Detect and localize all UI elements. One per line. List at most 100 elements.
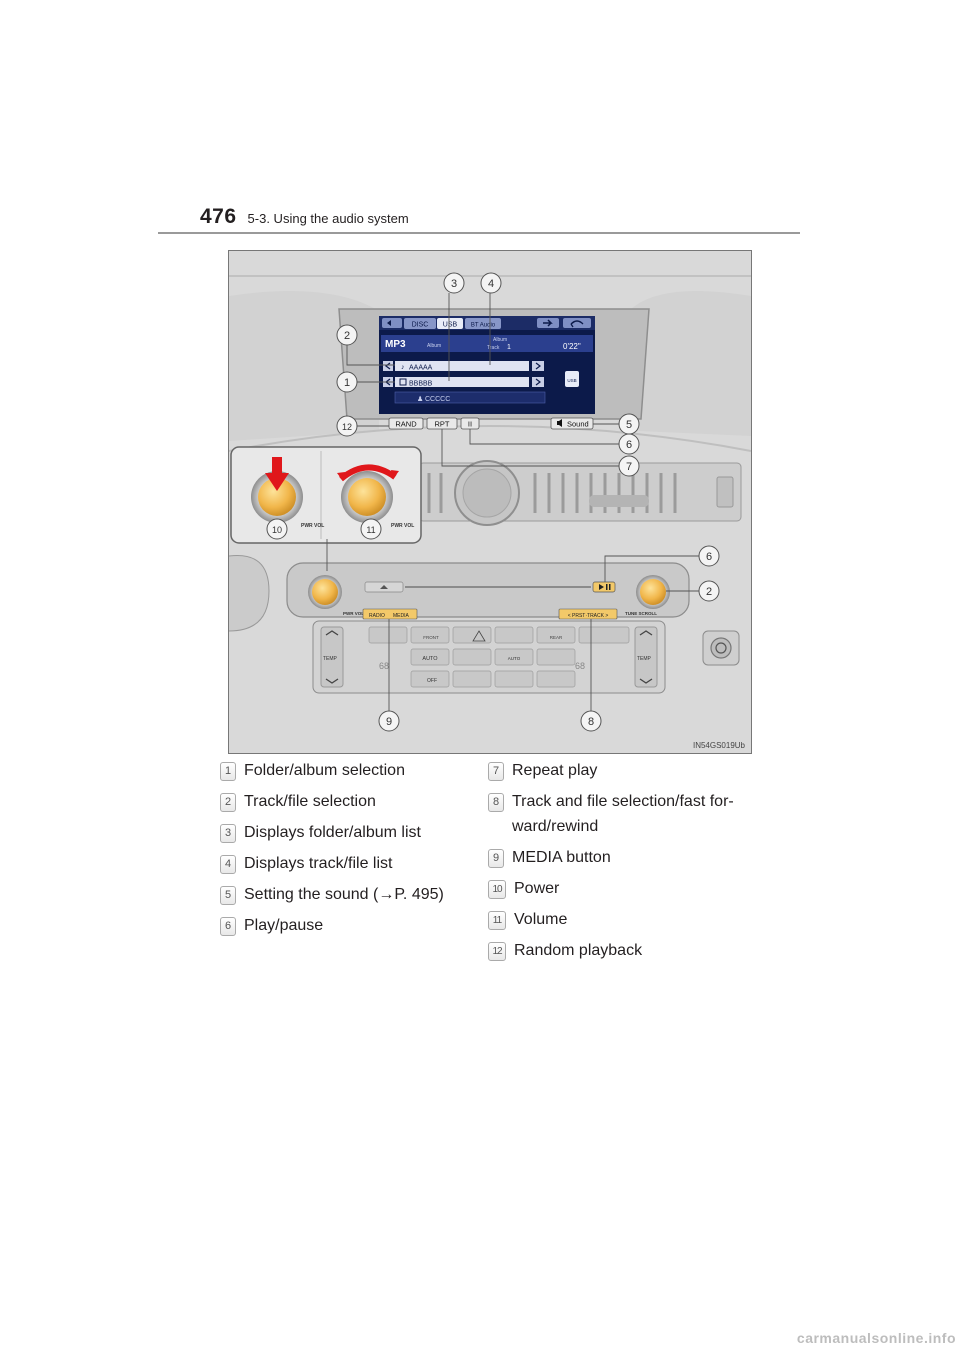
legend-number: 10 [488, 880, 506, 899]
row-bbbbb[interactable] [395, 377, 529, 387]
tab-disc-label: DISC [412, 322, 429, 329]
auto-fan-button[interactable]: AUTO [508, 656, 521, 661]
header-rule [158, 232, 800, 234]
legend-item: 8 Track and file selection/fast for-ward/… [488, 789, 758, 839]
temp-right-display: 68 [575, 661, 585, 671]
legend-number: 6 [220, 917, 236, 936]
row-aaaaa[interactable] [395, 361, 529, 371]
tune-scroll-knob[interactable] [640, 579, 666, 605]
tune-scroll-label: TUNE SCROLL [625, 611, 657, 616]
callout-7-label: 7 [626, 461, 632, 473]
temp-left-control[interactable] [320, 626, 344, 688]
legend-number: 7 [488, 762, 504, 781]
legend-number: 3 [220, 824, 236, 843]
callout-9 [378, 710, 400, 732]
chevron-right-icon [535, 378, 541, 386]
callout-4 [480, 272, 502, 294]
climate-panel: TEMP TEMP 68 68 FRONT REAR AUTO AUTO [312, 620, 666, 694]
back-button[interactable] [563, 318, 591, 328]
folder-prev-button[interactable] [383, 361, 393, 371]
legend-text: Random playback [514, 942, 643, 959]
screen-album-label: Album [427, 343, 441, 349]
callout-1-label: 1 [344, 377, 350, 389]
callout-7 [618, 455, 640, 477]
rear-defrost-button[interactable]: REAR [550, 635, 563, 640]
callout-6b-label: 6 [706, 551, 712, 563]
legend-text: Displays track/file list [244, 855, 393, 872]
rand-button[interactable] [388, 417, 424, 430]
front-defrost-button[interactable]: FRONT [423, 635, 439, 640]
chevron-up-icon [639, 630, 653, 636]
usb-badge [565, 371, 579, 387]
radio-button[interactable]: RADIO [369, 613, 385, 619]
knob-label-left: PWR VOL [301, 523, 324, 529]
tab-disc[interactable] [404, 318, 436, 329]
chevron-down-icon [639, 678, 653, 684]
callout-9-label: 9 [386, 716, 392, 728]
page-number: 476 [200, 205, 237, 228]
power-knob[interactable] [258, 478, 296, 516]
legend-item: 10 Power [488, 876, 758, 901]
callout-6b [698, 545, 720, 567]
callout-1 [336, 371, 358, 393]
legend-text: MEDIA button [512, 849, 611, 866]
audio-console: PWR VOL RADIO MEDIA < PRST·TRACK > TUNE … [286, 562, 690, 620]
temp-right-control[interactable] [634, 626, 658, 688]
legend-text: Repeat play [512, 762, 598, 779]
tab-usb-label: USB [443, 322, 458, 329]
callout-2-label: 2 [344, 330, 350, 342]
auto-button[interactable]: AUTO [422, 656, 438, 662]
callout-11-label: 11 [366, 525, 375, 535]
play-icon [599, 584, 604, 590]
tab-usb[interactable] [437, 318, 463, 329]
tab-bt-audio[interactable] [465, 318, 501, 329]
prst-track-button[interactable] [558, 608, 618, 620]
side-button[interactable] [710, 637, 732, 659]
volume-knob[interactable] [348, 478, 386, 516]
knob-label-right: PWR VOL [391, 523, 414, 529]
legend-item: 4 Displays track/file list [220, 851, 470, 876]
chevron-down-icon [325, 678, 339, 684]
callout-5-label: 5 [626, 419, 632, 431]
legend-number: 4 [220, 855, 236, 874]
temp-left-display: 68 [379, 661, 389, 671]
callout-12-label: 12 [342, 422, 352, 432]
legend-text: Track and file selection/fast for-ward/r… [512, 793, 734, 835]
callout-2 [336, 324, 358, 346]
legend-text: Power [514, 880, 560, 897]
track-next-button[interactable] [532, 361, 544, 371]
callout-10 [266, 518, 288, 540]
sound-button-label: Sound [567, 420, 589, 429]
pwr-vol-label: PWR VOL [343, 611, 364, 616]
legend-number: 5 [220, 886, 236, 905]
screen-time: 0'22" [563, 342, 581, 351]
legend-number: 1 [220, 762, 236, 781]
callout-6 [618, 433, 640, 455]
callout-2b-label: 2 [706, 586, 712, 598]
off-button[interactable]: OFF [427, 678, 437, 684]
audio-screen: DISC USB BT Audio MP3 Album Album Track … [379, 316, 595, 414]
folder-next-button[interactable] [532, 377, 544, 387]
knob-inset: PWR VOL PWR VOL [230, 446, 422, 544]
legend-text: Setting the sound (→P. 495) [244, 886, 444, 903]
chevron-up-icon [325, 630, 339, 636]
pwr-vol-knob[interactable] [312, 579, 338, 605]
legend-text: Play/pause [244, 917, 324, 934]
media-button[interactable]: MEDIA [393, 613, 410, 619]
temp-left-label: TEMP [323, 656, 338, 662]
hazard-icon [472, 630, 486, 642]
legend-number: 8 [488, 793, 504, 812]
legend-item: 7 Repeat play [488, 758, 758, 783]
legend-text: Track/file selection [244, 793, 376, 810]
screen-track-number: 1 [507, 344, 511, 351]
row-ccccc-label: CCCCC [425, 396, 450, 403]
legend-number: 9 [488, 849, 504, 868]
chevron-right-icon [535, 362, 541, 370]
callout-3 [443, 272, 465, 294]
